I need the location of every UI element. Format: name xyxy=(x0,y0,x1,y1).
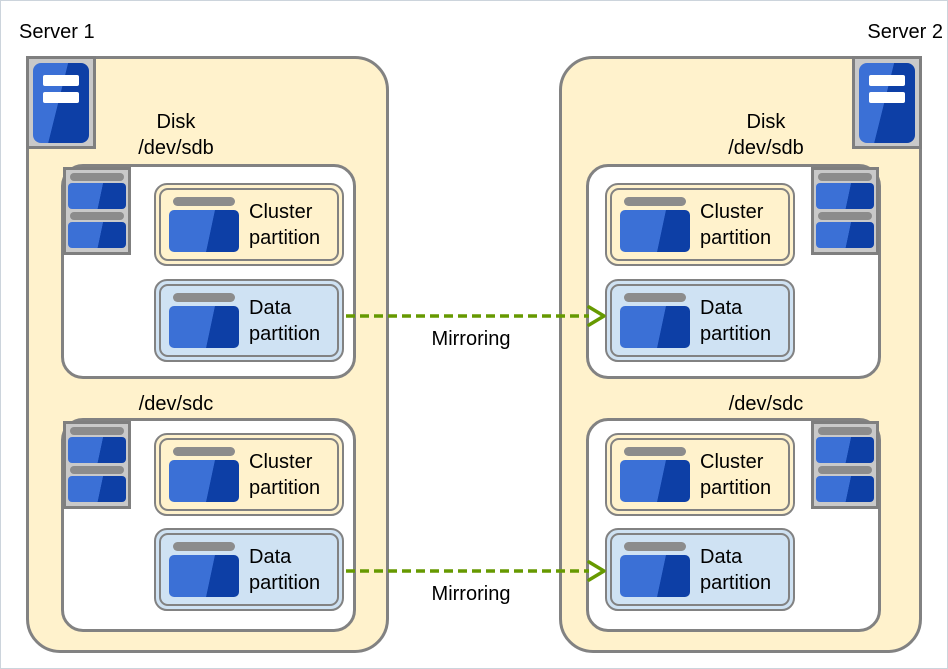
disk-stack-icon xyxy=(63,421,131,509)
partition-label: Cluster partition xyxy=(700,200,772,249)
device-path: /dev/sdc xyxy=(728,393,804,415)
server1-sdc-cluster-partition: Cluster partition xyxy=(154,433,344,516)
device-path: /dev/sdc xyxy=(138,393,214,415)
partition-disk-icon xyxy=(169,447,239,502)
server1-sdb-cluster-partition: Cluster partition xyxy=(154,183,344,266)
mirroring-label-top: Mirroring xyxy=(431,328,511,350)
partition-disk-icon xyxy=(169,293,239,348)
server2-sdb-title: Disk /dev/sdb xyxy=(686,109,846,161)
partition-disk-icon xyxy=(620,447,690,502)
disk-word: Disk xyxy=(156,111,196,133)
partition-label: Cluster partition xyxy=(249,200,321,249)
server2-sdc-data-partition: Data partition xyxy=(605,528,795,611)
disk-stack-icon xyxy=(811,167,879,255)
partition-disk-icon xyxy=(620,293,690,348)
mirroring-arrow-bottom xyxy=(346,560,606,582)
server2-sdc-cluster-partition: Cluster partition xyxy=(605,433,795,516)
server2-sdc-title: /dev/sdc xyxy=(686,391,846,417)
partition-disk-icon xyxy=(169,542,239,597)
disk-stack-icon xyxy=(63,167,131,255)
partition-label: Cluster partition xyxy=(249,450,321,499)
server2-sdb-data-partition: Data partition xyxy=(605,279,795,362)
device-path: /dev/sdb xyxy=(728,137,804,159)
partition-disk-icon xyxy=(620,542,690,597)
server1-sdb-data-partition: Data partition xyxy=(154,279,344,362)
server1-sdc-title: /dev/sdc xyxy=(96,391,256,417)
partition-label: Data partition xyxy=(700,545,772,594)
server2-label: Server 2 xyxy=(867,21,943,43)
server1-sdb-title: Disk /dev/sdb xyxy=(96,109,256,161)
partition-label: Data partition xyxy=(700,296,772,345)
server2-tower-icon xyxy=(852,56,922,149)
device-path: /dev/sdb xyxy=(138,137,214,159)
partition-label: Data partition xyxy=(249,545,321,594)
server1-sdc-data-partition: Data partition xyxy=(154,528,344,611)
disk-word: Disk xyxy=(746,111,786,133)
partition-disk-icon xyxy=(620,197,690,252)
mirroring-arrow-top xyxy=(346,305,606,327)
server2-sdb-cluster-partition: Cluster partition xyxy=(605,183,795,266)
partition-label: Data partition xyxy=(249,296,321,345)
partition-disk-icon xyxy=(169,197,239,252)
server1-label: Server 1 xyxy=(19,21,95,43)
disk-stack-icon xyxy=(811,421,879,509)
mirroring-label-bottom: Mirroring xyxy=(431,583,511,605)
partition-label: Cluster partition xyxy=(700,450,772,499)
server1-tower-icon xyxy=(26,56,96,149)
